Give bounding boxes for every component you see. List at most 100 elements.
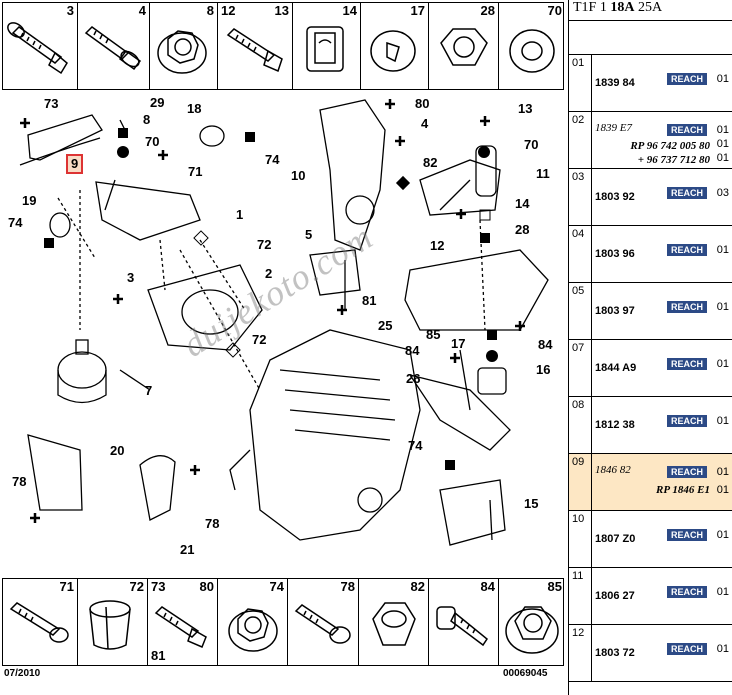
callout-25[interactable]: 25	[378, 318, 393, 333]
callout-21[interactable]: 21	[180, 542, 195, 557]
callout-70[interactable]: 70	[524, 137, 539, 152]
part-cell-82[interactable]: 82	[359, 579, 429, 665]
row-index-cell	[569, 112, 592, 168]
bracket-26	[408, 373, 511, 451]
callout-7[interactable]: 7	[145, 383, 153, 398]
callout-4[interactable]: 4	[421, 116, 429, 131]
bottom-fastener-strip: 71 72 73 80 81 74 78 82 84 85	[2, 578, 564, 666]
part-cell-28[interactable]: 28	[429, 3, 499, 89]
quantity: 01	[716, 124, 729, 136]
callout-13[interactable]: 13	[518, 101, 533, 116]
callout-72[interactable]: 72	[257, 237, 272, 252]
callout-82[interactable]: 82	[423, 155, 438, 170]
plate-5	[309, 249, 361, 296]
part-number: 78	[340, 579, 355, 594]
part-cell-4[interactable]: 4	[78, 3, 150, 89]
callout-74[interactable]: 74	[265, 152, 280, 167]
callout-17[interactable]: 17	[451, 336, 466, 351]
callout-3[interactable]: 3	[127, 270, 135, 285]
callout-78[interactable]: 78	[12, 474, 27, 489]
part-cell-74[interactable]: 74	[218, 579, 288, 665]
part-cell-14[interactable]: 14	[293, 3, 361, 89]
part-cell-8[interactable]: 8	[150, 3, 218, 89]
callout-11[interactable]: 11	[536, 166, 550, 181]
callout-74[interactable]: 74	[8, 215, 23, 230]
callout-18[interactable]: 18	[187, 101, 202, 116]
callout-84[interactable]: 84	[538, 337, 553, 352]
row-index: 11	[572, 570, 584, 582]
part-cell-12-13[interactable]: 12 13	[218, 3, 293, 89]
callout-16[interactable]: 16	[536, 362, 551, 377]
callout-8[interactable]: 8	[143, 112, 151, 127]
callout-2[interactable]: 2	[265, 266, 273, 281]
callout-80[interactable]: 80	[415, 96, 430, 111]
quantity: 01	[716, 301, 729, 313]
part-cell-73-80[interactable]: 73 80 81	[148, 579, 218, 665]
square-marker	[445, 460, 455, 470]
part-cell-3[interactable]: 3	[3, 3, 78, 89]
callout-85[interactable]: 85	[426, 327, 441, 342]
row-index: 08	[572, 399, 585, 411]
callout-20[interactable]: 20	[110, 443, 125, 458]
mount-16	[477, 367, 507, 395]
square-marker	[118, 128, 128, 138]
part-cell-85[interactable]: 85	[499, 579, 565, 665]
callout-71[interactable]: 71	[188, 164, 203, 179]
header-prefix: T1F 1	[573, 0, 611, 15]
callout-78[interactable]: 78	[205, 516, 220, 531]
row-index-cell	[569, 340, 592, 396]
callout-29[interactable]: 29	[150, 95, 165, 110]
callout-19[interactable]: 19	[22, 193, 37, 208]
bracket-15	[439, 479, 506, 546]
callout-14[interactable]: 14	[515, 196, 530, 211]
reach-badge: REACH	[667, 466, 707, 478]
part-cell-17[interactable]: 17	[361, 3, 429, 89]
part-cell-72[interactable]: 72	[78, 579, 148, 665]
callout-1[interactable]: 1	[236, 207, 244, 222]
callout-28[interactable]: 28	[515, 222, 530, 237]
bolt-icon	[294, 604, 351, 644]
part-reference: 1812 38	[595, 419, 635, 431]
mount-7	[57, 351, 107, 389]
part-reference: 1807 Z0	[595, 533, 636, 545]
part-cell-71[interactable]: 71	[3, 579, 78, 665]
callout-12[interactable]: 12	[430, 238, 445, 253]
callout-81[interactable]: 81	[362, 293, 377, 308]
cross-markers	[20, 99, 525, 523]
row-index-cell	[569, 397, 592, 453]
part-reference: 1803 96	[595, 248, 635, 260]
part-cell-70[interactable]: 70	[499, 3, 565, 89]
quantity: 01	[716, 358, 729, 370]
bolt-icon	[154, 606, 207, 648]
reach-badge: REACH	[667, 358, 707, 370]
callout-15[interactable]: 15	[524, 496, 539, 511]
callout-73[interactable]: 73	[44, 96, 59, 111]
callout-9-highlighted[interactable]: 9	[66, 154, 84, 174]
part-cell-84[interactable]: 84	[429, 579, 499, 665]
bracket-21	[139, 455, 176, 521]
callout-26[interactable]: 26	[406, 371, 421, 386]
header-suffix: 25A	[634, 0, 663, 15]
callout-84[interactable]: 84	[405, 343, 420, 358]
callout-70[interactable]: 70	[145, 134, 160, 149]
replacement-reference: + 96 737 712 80	[637, 154, 710, 166]
callout-10[interactable]: 10	[291, 168, 306, 183]
callout-5[interactable]: 5	[305, 227, 313, 242]
callout-72[interactable]: 72	[252, 332, 267, 347]
reach-badge: REACH	[667, 187, 707, 199]
callout-74[interactable]: 74	[408, 438, 423, 453]
nut-icon	[440, 28, 488, 66]
part-cell-78[interactable]: 78	[288, 579, 359, 665]
